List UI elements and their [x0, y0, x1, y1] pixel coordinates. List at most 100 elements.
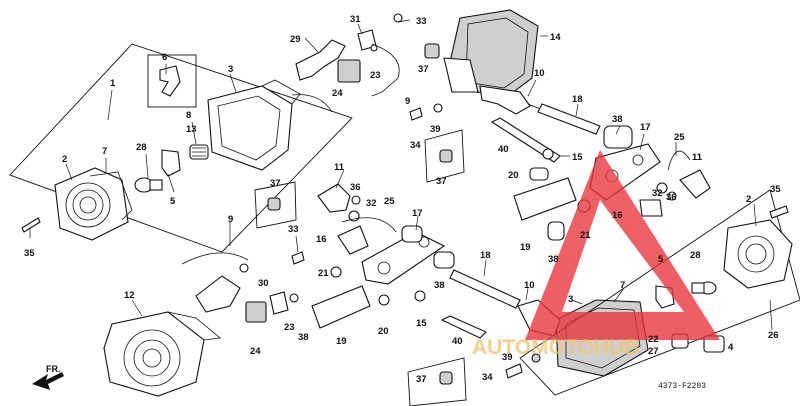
rubber-38-right — [547, 221, 565, 241]
callout-c15b: 15 — [416, 318, 427, 329]
callout-c5a: 5 — [170, 196, 176, 207]
callout-c11b: 11 — [692, 152, 703, 163]
callout-c12: 12 — [124, 290, 135, 301]
washer-15-top — [542, 148, 554, 160]
taillight-14 — [443, 9, 539, 97]
rubber-box-37-bottom — [407, 357, 467, 406]
callout-c30: 30 — [258, 278, 269, 289]
callout-c16a: 16 — [612, 210, 623, 221]
callout-c28b: 28 — [690, 250, 701, 261]
callout-c2b: 2 — [746, 194, 751, 205]
connector-24-lower — [245, 301, 267, 323]
callout-c7a: 7 — [102, 146, 107, 157]
callout-c40a: 40 — [498, 144, 509, 155]
grommet-16-left — [337, 225, 369, 255]
callout-c7b: 7 — [620, 280, 625, 291]
bolt-18-top — [537, 103, 601, 135]
callout-c36b: 36 — [666, 192, 677, 203]
callout-c27: 27 — [648, 346, 659, 357]
washer-21-left — [330, 266, 342, 278]
callout-c19b: 19 — [336, 336, 347, 347]
spacer-19-left — [311, 285, 371, 329]
callout-c31: 31 — [350, 14, 361, 25]
callout-c9b: 9 — [228, 214, 233, 225]
callout-c33b: 33 — [288, 224, 299, 235]
callout-c18a: 18 — [572, 94, 583, 105]
washer-36-right — [667, 191, 677, 201]
bulb-28 — [134, 177, 163, 193]
watermark-text: AUTOMOTOHUB — [472, 336, 639, 359]
bulb-28-right — [691, 281, 717, 295]
screw-33-top — [393, 13, 403, 23]
callout-c5b: 5 — [658, 254, 664, 265]
grommet-30 — [239, 263, 249, 273]
front-left-turn-signal-group — [9, 43, 353, 253]
callout-c26: 26 — [768, 330, 779, 341]
retainer-6 — [159, 65, 181, 97]
rubber-box-37-left — [254, 181, 297, 229]
callout-c38a: 38 — [612, 114, 623, 125]
screw-34-bottom — [505, 363, 523, 379]
watermark-triangle — [525, 150, 720, 340]
collar-23-top — [370, 44, 378, 52]
callout-c9a: 9 — [405, 96, 410, 107]
callout-c38b: 38 — [298, 332, 309, 343]
rear-lens-12 — [103, 311, 221, 397]
rubber-38-left-top — [401, 225, 423, 243]
callout-c39b: 39 — [502, 352, 513, 363]
bolt-40-left — [440, 315, 487, 339]
washer-15-left — [414, 290, 426, 302]
clip-31-lower — [269, 291, 289, 315]
front-direction-label: FR. — [46, 364, 61, 374]
rubber-box-37-mid — [424, 129, 465, 183]
wire-harness — [291, 94, 333, 113]
stay-10-top — [479, 85, 549, 115]
screw-33-left — [291, 251, 305, 265]
callout-c37b: 37 — [270, 178, 281, 189]
screw-35-left — [21, 217, 41, 233]
callout-c21a: 21 — [580, 230, 591, 241]
assembly-frame-left — [9, 43, 353, 253]
callout-c15a: 15 — [572, 152, 583, 163]
rubber-37-mid — [439, 149, 453, 163]
callout-c34a: 34 — [410, 140, 421, 151]
callout-c32a: 32 — [366, 198, 377, 209]
callout-c37d: 37 — [416, 374, 427, 385]
callout-c25b: 25 — [384, 196, 395, 207]
rubber-37-left — [267, 197, 281, 211]
collar-23-lower — [289, 293, 299, 303]
connector-24-top — [337, 59, 361, 83]
diagram-code: 4373-F2203 — [658, 382, 706, 391]
rubber-37-bottom — [439, 371, 453, 385]
wire-9-top — [371, 43, 400, 97]
rubber-38-left-mid — [433, 251, 455, 269]
bracket-29 — [295, 39, 346, 81]
callout-c35b: 35 — [770, 184, 781, 195]
lens-2 — [54, 167, 129, 241]
callout-c3b: 3 — [568, 294, 573, 305]
callout-c24a: 24 — [332, 88, 343, 99]
callout-c14: 14 — [550, 32, 561, 43]
callout-c38c: 38 — [434, 280, 445, 291]
callout-layer: 1223345567789910101111121314151516161717… — [24, 14, 781, 385]
callout-c6: 6 — [162, 52, 167, 63]
callout-c33a: 33 — [416, 16, 427, 27]
callout-c39a: 39 — [430, 124, 441, 135]
callout-c10b: 10 — [524, 280, 535, 291]
socket-8 — [189, 144, 209, 160]
callout-c16b: 16 — [316, 234, 327, 245]
callout-c37a: 37 — [418, 64, 429, 75]
assembly-frame-right — [519, 189, 800, 396]
callout-c32b: 32 — [652, 188, 663, 199]
callout-c29: 29 — [290, 34, 301, 45]
washer-36-left — [351, 195, 361, 205]
callout-c2a: 2 — [62, 154, 67, 165]
bolt-18-left — [449, 269, 521, 309]
wire-25-left — [341, 217, 397, 233]
collar-20-left — [378, 294, 390, 306]
callout-c28a: 28 — [136, 142, 147, 153]
bracket-11-right — [679, 169, 711, 199]
clip-5 — [161, 149, 181, 177]
